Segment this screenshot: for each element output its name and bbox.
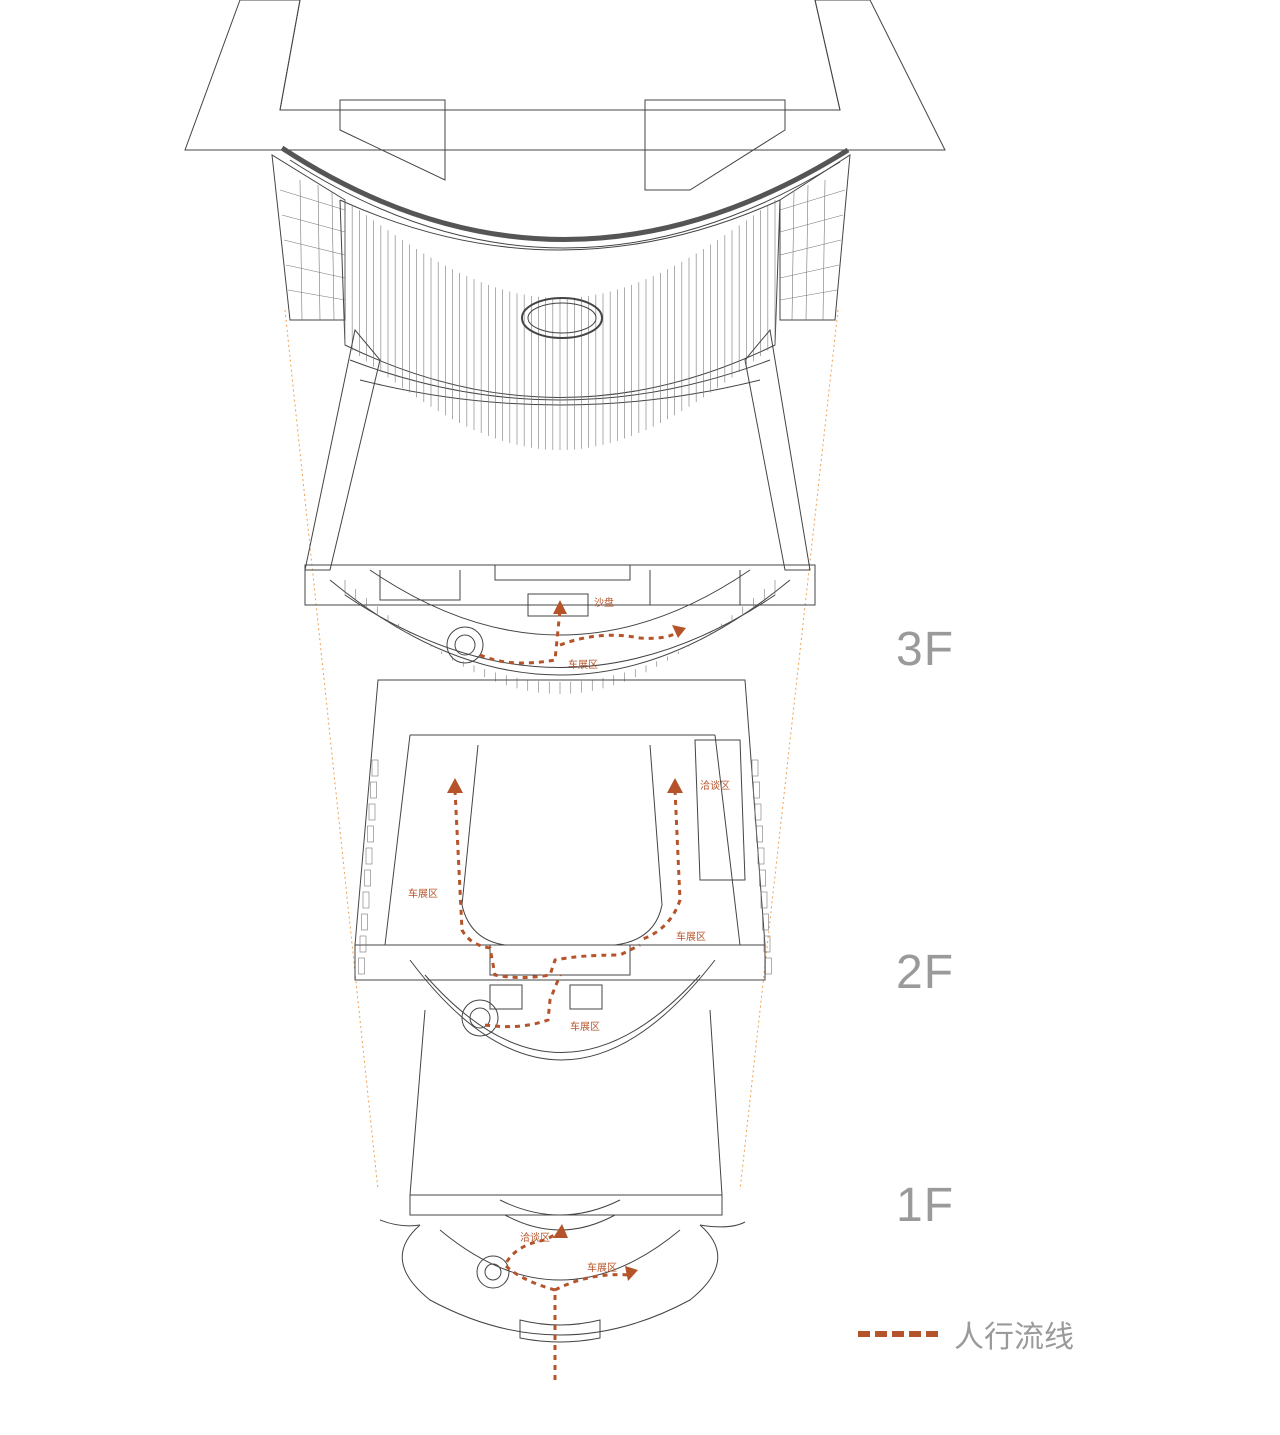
- zone-label-car-show-2f-right: 车展区: [676, 930, 706, 943]
- column: [760, 891, 768, 909]
- legend: 人行流线: [858, 1312, 1074, 1356]
- column: [368, 803, 376, 821]
- zone-label-car-show-3f: 车展区: [568, 658, 598, 671]
- zone-labels: 沙盘 车展区 洽谈区 车展区 车展区 车展区 洽谈区 车展区: [408, 596, 730, 1274]
- column: [359, 935, 367, 953]
- column: [759, 869, 766, 887]
- floor-1f-plan: [379, 1009, 746, 1343]
- column: [358, 957, 365, 975]
- column: [364, 869, 371, 887]
- column: [765, 957, 772, 975]
- zone-label-car-show-2f-front: 车展区: [570, 1020, 600, 1033]
- floor-guide-lines: [284, 309, 839, 1191]
- column: [757, 847, 765, 865]
- column: [751, 759, 759, 777]
- floor-label-3f: 3F: [896, 623, 955, 676]
- zone-label-sand-table: 沙盘: [594, 596, 614, 609]
- column: [370, 781, 377, 799]
- column: [362, 891, 370, 909]
- floor-label-1f: 1F: [896, 1179, 955, 1232]
- floor-label-2f: 2F: [896, 946, 955, 999]
- legend-label: 人行流线: [954, 1320, 1074, 1355]
- floor-2f-plan: [354, 679, 772, 1061]
- roof-volume: [184, 0, 946, 450]
- column: [762, 913, 769, 931]
- column: [753, 781, 760, 799]
- floor-3f-plan: [304, 328, 816, 694]
- pedestrian-routes: [447, 600, 686, 1380]
- zone-label-negotiation-1f: 洽谈区: [520, 1231, 550, 1244]
- column: [756, 825, 763, 843]
- column: [367, 825, 374, 843]
- column: [763, 935, 771, 953]
- zone-label-car-show-2f-left: 车展区: [408, 887, 438, 900]
- legend-route-swatch: [858, 1331, 938, 1337]
- column: [365, 847, 373, 865]
- column: [361, 913, 368, 931]
- zone-label-car-show-1f: 车展区: [587, 1261, 617, 1274]
- zone-label-negotiation-2f: 洽谈区: [700, 779, 730, 792]
- column: [754, 803, 762, 821]
- column: [371, 759, 379, 777]
